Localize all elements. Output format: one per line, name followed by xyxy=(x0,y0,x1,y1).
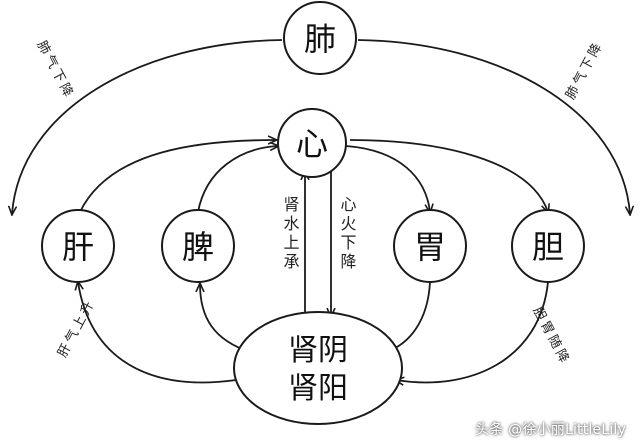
arc-spleen-to-heart xyxy=(197,146,278,213)
node-spleen: 脾 xyxy=(161,209,235,283)
node-kidney: 肾阴 肾阳 xyxy=(233,311,403,425)
node-liver-label: 肝 xyxy=(62,228,94,266)
node-liver: 肝 xyxy=(41,209,115,283)
node-spleen-label: 脾 xyxy=(182,228,214,266)
node-lung: 肺 xyxy=(283,1,357,75)
label-heart-fire-descending: 心火下降 xyxy=(338,196,357,272)
arc-lung-to-right xyxy=(357,39,630,214)
node-kidney-yang-label: 肾阳 xyxy=(288,371,348,406)
node-kidney-yin-label: 肾阴 xyxy=(288,333,348,368)
arc-heart-to-stomach xyxy=(345,145,430,212)
label-lung-qi-descending-left: 肺气下降 xyxy=(33,38,77,102)
node-stomach-label: 胃 xyxy=(414,228,446,266)
node-heart: 心 xyxy=(277,108,347,178)
node-stomach: 胃 xyxy=(393,209,467,283)
arc-heart-to-gallbladder xyxy=(349,139,548,212)
node-gallbladder-label: 胆 xyxy=(532,228,564,266)
label-kidney-water-rising: 肾水上承 xyxy=(281,196,300,272)
source-watermark: 头条 @徐小丽LittleLily xyxy=(475,422,626,438)
node-gallbladder: 胆 xyxy=(511,209,585,283)
label-lung-qi-descending-right: 肺气下降 xyxy=(562,38,606,102)
node-heart-label: 心 xyxy=(296,125,328,163)
node-lung-label: 肺 xyxy=(304,20,336,58)
arc-kidney-to-liver xyxy=(78,282,237,384)
label-gallbladder-stomach-descending: 胆胃随降 xyxy=(529,305,572,369)
arc-lung-to-left xyxy=(12,39,283,214)
arc-gallbladder-to-kidney xyxy=(396,281,549,382)
arc-liver-to-heart xyxy=(79,140,276,213)
label-liver-qi-rising: 肝气上升 xyxy=(54,296,98,360)
